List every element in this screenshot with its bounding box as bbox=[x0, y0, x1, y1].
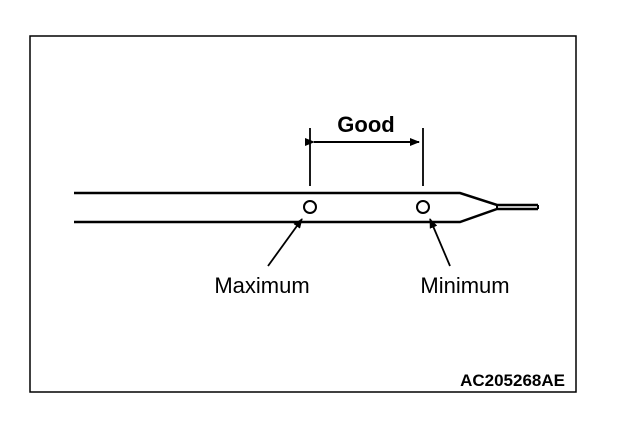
figure-frame bbox=[29, 35, 577, 393]
minimum-label: Minimum bbox=[420, 273, 509, 298]
maximum-label: Maximum bbox=[214, 273, 309, 298]
good-range-bracket bbox=[305, 128, 424, 186]
good-label: Good bbox=[337, 112, 394, 137]
figure-code: AC205268AE bbox=[460, 371, 565, 390]
min-leader-arrow bbox=[429, 218, 451, 267]
dipstick bbox=[74, 191, 539, 224]
max-mark-hole bbox=[303, 200, 317, 214]
min-mark-hole bbox=[416, 200, 430, 214]
max-leader-arrow bbox=[267, 218, 303, 267]
